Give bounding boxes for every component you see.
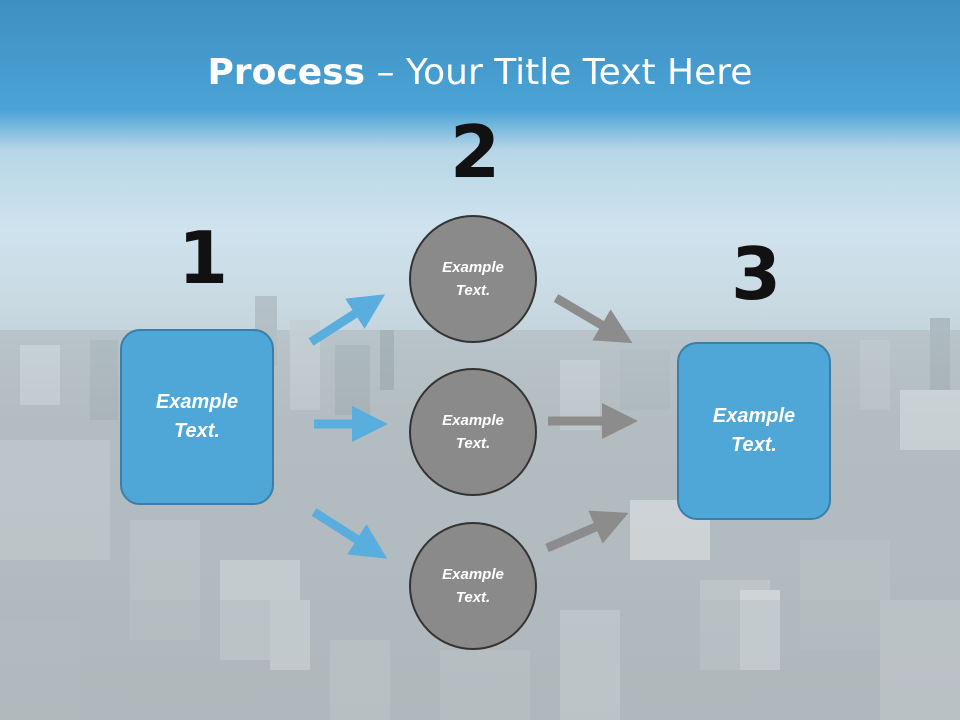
slide-title: Process – Your Title Text Here — [0, 52, 960, 93]
title-rest: – Your Title Text Here — [365, 52, 753, 93]
step-number-3: 3 — [731, 232, 782, 316]
arrow-circle-top-to-box — [553, 294, 633, 344]
arrow-box-to-circle-bottom — [311, 508, 388, 559]
step-number-2: 2 — [450, 110, 501, 194]
arrow-box-to-circle-top — [308, 294, 386, 346]
circle-bottom-text: Example Text. — [442, 566, 504, 606]
process-circle-middle[interactable]: Example Text. — [409, 368, 537, 496]
arrow-circle-bottom-to-box — [545, 510, 629, 553]
circle-middle-text: Example Text. — [442, 412, 504, 452]
process-circle-bottom[interactable]: Example Text. — [409, 522, 537, 650]
left-process-box[interactable]: Example Text. — [120, 329, 274, 505]
step-number-1: 1 — [178, 216, 229, 300]
circle-top-text: Example Text. — [442, 259, 504, 299]
right-box-text: Example Text. — [712, 405, 796, 456]
process-circle-top[interactable]: Example Text. — [409, 215, 537, 343]
title-bold: Process — [207, 52, 366, 93]
left-box-text: Example Text. — [155, 391, 239, 442]
right-process-box[interactable]: Example Text. — [677, 342, 831, 520]
